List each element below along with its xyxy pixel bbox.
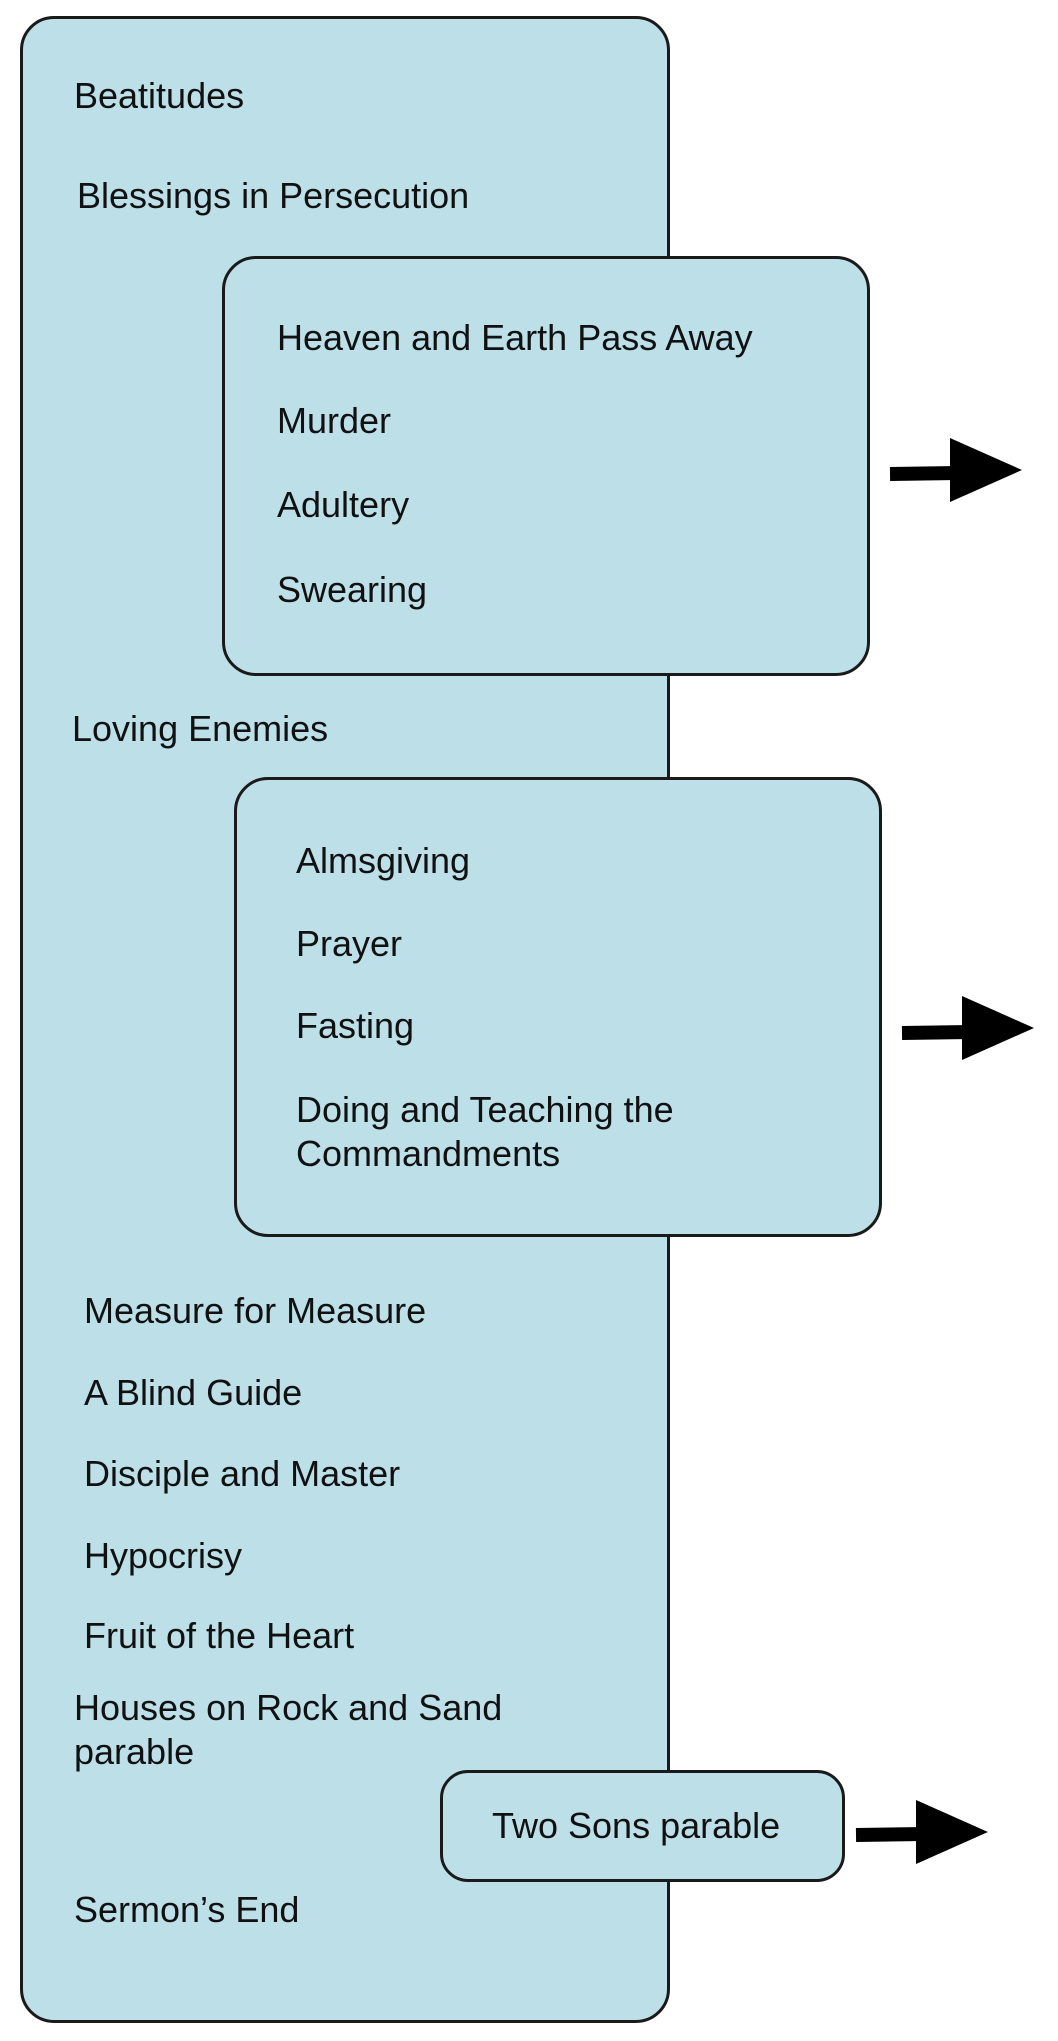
group1-item-adultery: Adultery [277,484,410,525]
main-item-measure-for-measure: Measure for Measure [84,1290,427,1331]
arrow-right-icon-3 [855,1800,988,1864]
arrow-3-head [916,1800,988,1864]
group2-item-doing-and-teaching-the-commandments: Doing and Teaching the Commandments [296,1089,674,1174]
arrow-right-icon-1 [889,438,1022,502]
arrow-3-shaft [855,1827,925,1842]
arrow-2-shaft [901,1025,971,1040]
group1-item-swearing: Swearing [277,569,428,610]
arrow-1-shaft [889,466,959,481]
group2-item-prayer: Prayer [296,923,403,964]
arrow-2-head [962,996,1034,1060]
main-item-sermons-end: Sermon’s End [74,1889,300,1930]
main-item-hypocrisy: Hypocrisy [84,1535,243,1576]
main-item-blessings-in-persecution: Blessings in Persecution [77,175,470,216]
group1-item-heaven-and-earth-pass-away: Heaven and Earth Pass Away [277,317,753,358]
main-item-beatitudes: Beatitudes [74,75,245,116]
main-item-fruit-of-the-heart: Fruit of the Heart [84,1615,355,1656]
main-item-loving-enemies: Loving Enemies [72,708,329,749]
main-item-a-blind-guide: A Blind Guide [84,1372,303,1413]
group-box-3 [440,1770,845,1882]
group3-item-two-sons-parable: Two Sons parable [492,1805,781,1846]
group1-item-murder: Murder [277,400,392,441]
arrow-1-head [950,438,1022,502]
group2-item-fasting: Fasting [296,1005,415,1046]
main-item-disciple-and-master: Disciple and Master [84,1453,401,1494]
arrow-right-icon-2 [901,996,1034,1060]
group-box-2 [234,777,882,1237]
group-box-1 [222,256,870,676]
main-item-houses-on-rock-and-sand-parable: Houses on Rock and Sand parable [74,1687,503,1772]
group2-item-almsgiving: Almsgiving [296,840,471,881]
